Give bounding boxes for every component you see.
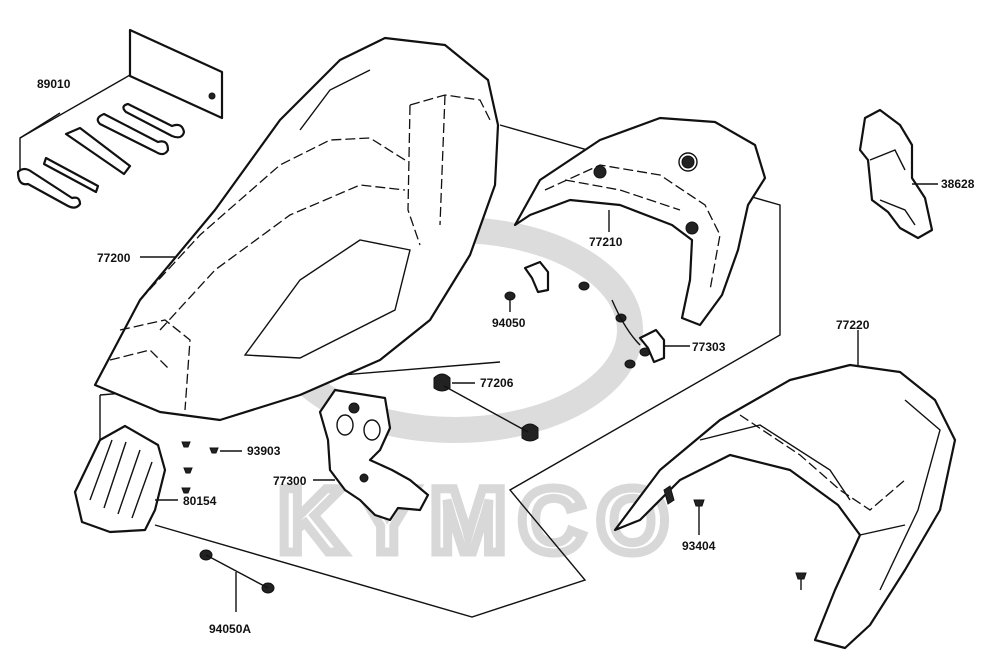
label-77300: 77300 <box>273 474 307 488</box>
bolt-icon <box>693 499 705 507</box>
screw-icon <box>183 467 193 474</box>
bolt-93404-group <box>693 499 807 590</box>
label-89010: 89010 <box>37 77 71 91</box>
wrench-icon <box>96 112 170 156</box>
wrench-icon <box>16 167 82 209</box>
part-number-labels: 89010 77200 77210 38628 94050 77303 7720… <box>37 77 975 636</box>
label-93404: 93404 <box>682 539 716 553</box>
backrest-pad-part <box>73 424 167 534</box>
label-77210: 77210 <box>589 235 623 249</box>
label-77206: 77206 <box>480 376 514 390</box>
label-93903: 93903 <box>247 444 281 458</box>
nut-94050-icon <box>504 291 516 301</box>
nut-94050A-group <box>199 549 275 612</box>
damper-77206-part <box>433 373 539 442</box>
allen-key-icon <box>42 156 100 194</box>
clip-77303-icon <box>638 328 666 364</box>
bracket-38628-part <box>858 108 934 240</box>
bolt-icon <box>795 572 807 580</box>
screw-icon <box>181 441 191 448</box>
wrench-icon <box>122 102 186 139</box>
label-94050: 94050 <box>492 316 526 330</box>
label-94050A: 94050A <box>209 622 251 636</box>
screw-icon <box>181 487 191 494</box>
tool-kit-group <box>16 28 224 209</box>
label-77200: 77200 <box>97 251 131 265</box>
seat-bracket-part <box>318 388 430 522</box>
watermark-text: KYMCO <box>278 470 680 572</box>
label-80154: 80154 <box>183 494 217 508</box>
main-seat-part <box>93 36 500 422</box>
tool-bag-icon <box>128 28 224 120</box>
rear-carrier-part <box>613 363 957 650</box>
clip-77303-icon <box>523 260 550 294</box>
screw-93903-group <box>181 441 242 494</box>
label-77303: 77303 <box>692 340 726 354</box>
fastener-group <box>504 260 690 369</box>
screw-icon <box>209 447 219 454</box>
rear-seat-cover-part <box>513 116 767 327</box>
screwdriver-icon <box>64 126 132 176</box>
label-77220: 77220 <box>836 318 870 332</box>
label-38628: 38628 <box>941 177 975 191</box>
